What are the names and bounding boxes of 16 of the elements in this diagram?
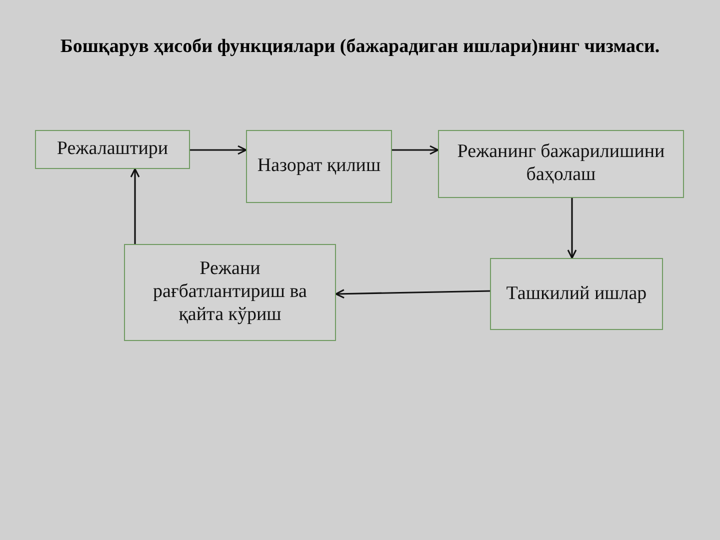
process-box: [490, 258, 663, 330]
arrow: [335, 289, 490, 299]
arrow: [567, 198, 577, 259]
box-label: Режанинг бажарилишини баҳолаш: [456, 141, 666, 187]
process-box: [124, 244, 336, 341]
box-label: Назорат қилиш: [257, 155, 381, 178]
process-box: [438, 130, 684, 198]
box-label: Режалаштири: [56, 138, 168, 161]
arrow: [130, 168, 140, 244]
process-box: [246, 130, 392, 203]
arrow: [392, 145, 439, 155]
box-label: Режани рағбатлантириш ва қайта кўриш: [152, 258, 308, 327]
process-box: [35, 130, 190, 169]
diagram-title: Бошқарув ҳисоби функциялари (бажарадиган ишлари)нинг чизмаси.: [59, 35, 661, 59]
arrow: [190, 145, 247, 155]
box-label: Ташкилий ишлар: [506, 282, 647, 306]
